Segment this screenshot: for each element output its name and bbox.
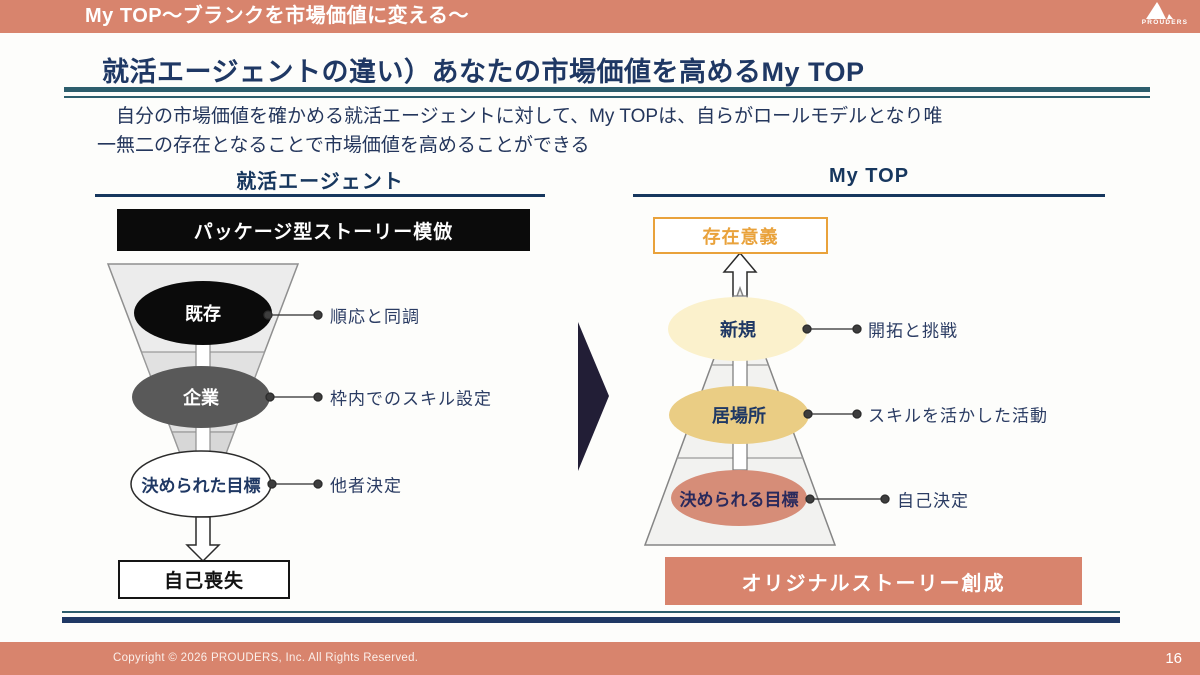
callout-connectors — [263, 310, 890, 504]
left-level-3-label: 決められた目標 — [141, 476, 261, 496]
right-level-2-label: 居場所 — [712, 406, 766, 426]
bottom-rule-thick — [62, 617, 1120, 623]
right-bottom-box: オリジナルストーリー創成 — [665, 557, 1082, 605]
footer-bar — [0, 642, 1200, 675]
header-title: My TOP〜ブランクを市場価値に変える〜 — [85, 5, 469, 27]
right-callout-2: スキルを活かした活動 — [868, 406, 1048, 426]
copyright-text: Copyright © 2026 PROUDERS, Inc. All Righ… — [113, 652, 419, 664]
transition-arrow — [578, 322, 609, 471]
left-column-heading: 就活エージェント — [236, 171, 404, 193]
bottom-rule-thin — [62, 611, 1120, 613]
left-callout-2: 枠内でのスキル設定 — [330, 389, 492, 409]
left-level-2-label: 企業 — [183, 388, 219, 408]
ellipse-kigyou — [132, 366, 270, 428]
ellipse-shinki — [668, 297, 808, 361]
prouders-logo: PROUDERS — [1135, 1, 1195, 26]
slide-description: 自分の市場価値を確かめる就活エージェントに対して、My TOPは、自らがロールモ… — [97, 106, 943, 156]
ellipse-kizon — [134, 281, 272, 345]
right-column-heading: My TOP — [828, 165, 910, 187]
left-heading-underline — [95, 194, 545, 197]
right-callout-3: 自己決定 — [897, 491, 969, 511]
right-heading-underline — [633, 194, 1105, 197]
mountain-logo-icon — [1135, 1, 1195, 21]
title-underline-thick — [64, 87, 1150, 92]
header-bar — [0, 0, 1200, 33]
left-callout-1: 順応と同調 — [330, 307, 420, 327]
left-callout-3: 他者決定 — [330, 476, 402, 496]
right-level-3-label: 決められる目標 — [679, 490, 799, 510]
right-callout-1: 開拓と挑戦 — [868, 321, 958, 341]
logo-wordmark: PROUDERS — [1141, 19, 1189, 26]
left-level-1-label: 既存 — [185, 304, 221, 324]
right-top-box: 存在意義 — [653, 217, 828, 254]
left-bottom-box: 自己喪失 — [118, 560, 290, 599]
ellipse-ibasho — [669, 386, 809, 444]
page-title: 就活エージェントの違い）あなたの市場価値を高めるMy TOP — [102, 57, 865, 87]
left-top-box: パッケージ型ストーリー模倣 — [117, 209, 530, 251]
title-underline-thin — [64, 96, 1150, 98]
page-number: 16 — [1165, 650, 1182, 667]
down-arrow — [185, 516, 221, 563]
right-level-1-label: 新規 — [720, 320, 756, 340]
ellipse-kimerareru-mokuhyou — [671, 470, 807, 526]
